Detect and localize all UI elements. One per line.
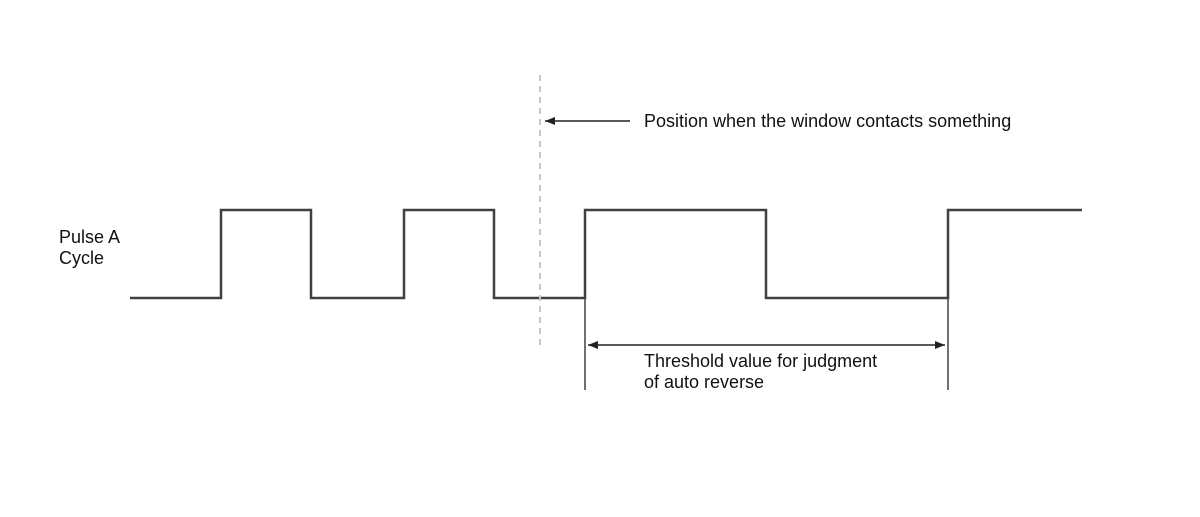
pulse-waveform bbox=[130, 208, 1082, 300]
signal-label-line1: Pulse A bbox=[59, 227, 120, 247]
threshold-label-line1: Threshold value for judgment bbox=[644, 351, 877, 371]
threshold-label-line2: of auto reverse bbox=[644, 372, 764, 392]
signal-label-line2: Cycle bbox=[59, 248, 104, 268]
contact-position-label: Position when the window contacts someth… bbox=[644, 111, 1011, 131]
